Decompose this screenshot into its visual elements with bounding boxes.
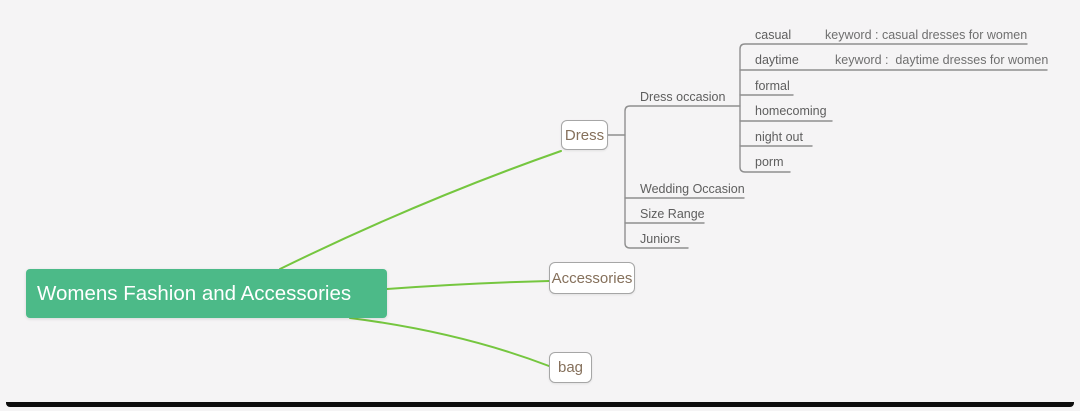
topic-casual[interactable]: casual [755, 28, 792, 42]
connector-root-accessories [386, 280, 550, 290]
topic-porm[interactable]: porm [755, 155, 784, 169]
topic-bag[interactable]: bag [549, 352, 592, 383]
topic-bag-label: bag [557, 359, 584, 376]
topic-homecoming[interactable]: homecoming [755, 104, 827, 118]
topic-dress[interactable]: Dress [561, 120, 608, 150]
topic-juniors[interactable]: Juniors [640, 232, 681, 246]
label-keyword-daytime: keyword : daytime dresses for women [835, 53, 1049, 67]
topic-dress-label: Dress [564, 126, 605, 144]
topic-formal[interactable]: formal [755, 79, 790, 93]
root-topic[interactable]: Womens Fashion and Accessories [26, 269, 387, 318]
connector-occasion-children [739, 43, 1028, 173]
connector-dress-children [624, 105, 741, 249]
topic-size-range[interactable]: Size Range [640, 207, 705, 221]
window-bottom-edge [6, 402, 1074, 407]
connector-root-bag [349, 317, 550, 367]
topic-accessories-label: Accessories [551, 269, 633, 287]
topic-night-out[interactable]: night out [755, 130, 803, 144]
label-keyword-casual: keyword : casual dresses for women [825, 28, 1028, 42]
topic-dress-occasion[interactable]: Dress occasion [640, 90, 726, 104]
root-topic-label: Womens Fashion and Accessories [37, 281, 352, 305]
topic-wedding-occasion[interactable]: Wedding Occasion [640, 182, 745, 196]
topic-accessories[interactable]: Accessories [549, 262, 635, 294]
connector-root-dress [279, 150, 562, 270]
topic-daytime[interactable]: daytime [755, 53, 799, 67]
